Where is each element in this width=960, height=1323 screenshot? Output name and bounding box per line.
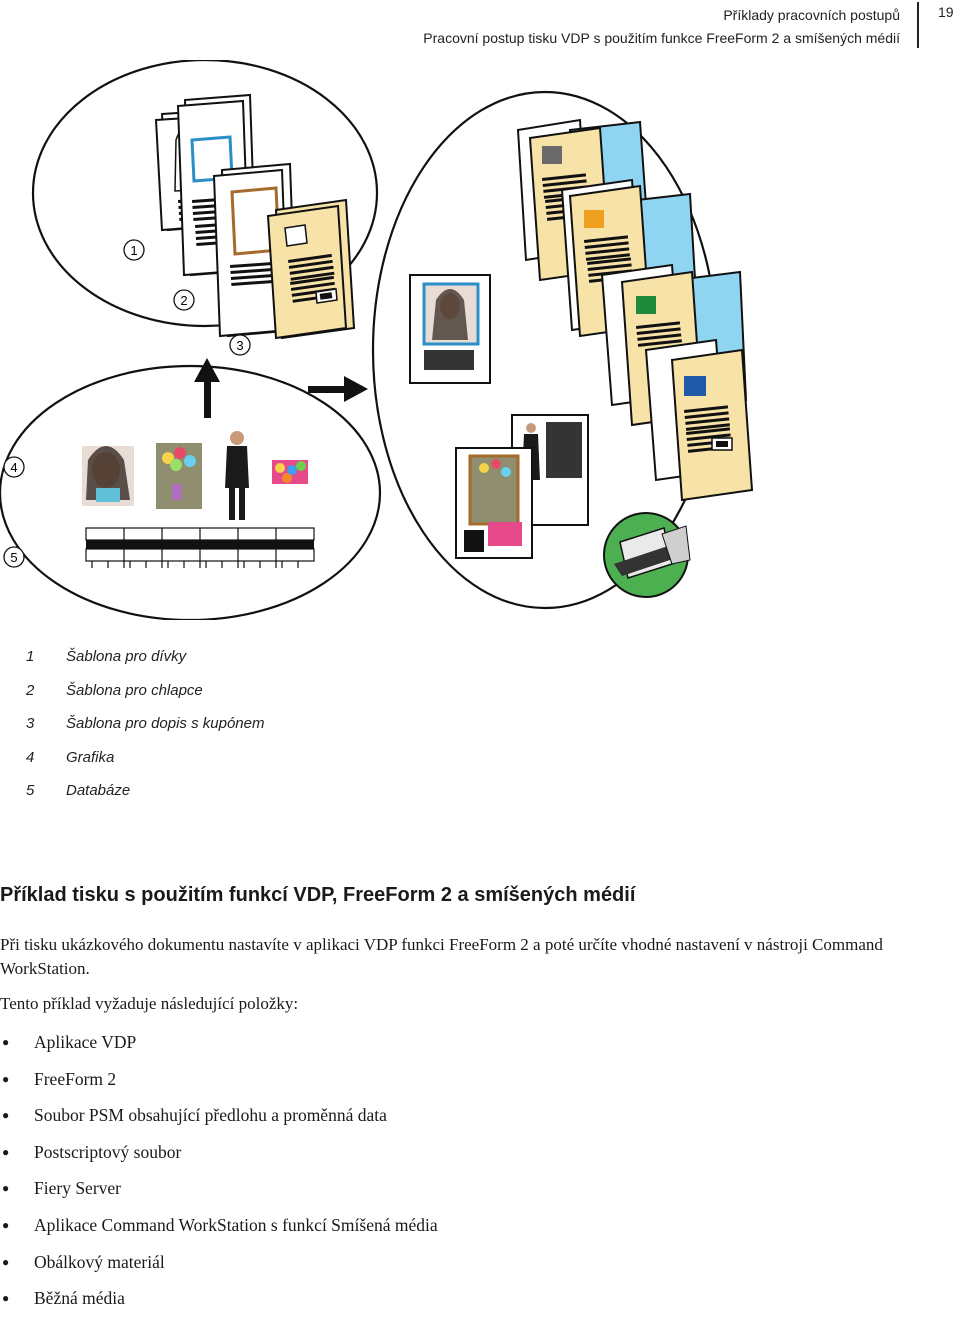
arrow-right-icon bbox=[308, 376, 368, 402]
running-header-subsection: Pracovní postup tisku VDP s použitím fun… bbox=[423, 30, 900, 46]
callout-3: 3 bbox=[229, 334, 251, 356]
legend-number: 1 bbox=[26, 648, 35, 665]
template-coupon-page bbox=[266, 198, 356, 340]
callout-5: 5 bbox=[3, 546, 25, 568]
legend-label: Šablona pro chlapce bbox=[66, 681, 203, 699]
intro-paragraph: Při tisku ukázkového dokumentu nastavíte… bbox=[0, 935, 883, 978]
bullet-icon: ● bbox=[2, 1291, 10, 1306]
requirements-intro: Tento příklad vyžaduje následující polož… bbox=[0, 994, 299, 1013]
bullet-icon: ● bbox=[2, 1254, 10, 1269]
legend-item: 4 Grafika bbox=[26, 749, 264, 783]
section-title: Příklad tisku s použitím funkcí VDP, Fre… bbox=[0, 884, 636, 906]
database-table bbox=[85, 527, 315, 568]
bullet-icon: ● bbox=[2, 1144, 10, 1159]
legend-number: 4 bbox=[26, 748, 35, 766]
list-item: ● Postscriptový soubor bbox=[0, 1140, 438, 1177]
svg-text:2: 2 bbox=[180, 293, 187, 308]
list-item-text: Postscriptový soubor bbox=[34, 1141, 182, 1162]
output-girl-page bbox=[409, 274, 491, 384]
legend-item: 1 Šablona pro dívky bbox=[26, 648, 264, 682]
workflow-diagram: 1 2 3 4 5 bbox=[0, 60, 754, 620]
list-item-text: Soubor PSM obsahující předlohu a proměnn… bbox=[34, 1105, 387, 1126]
list-item-text: Aplikace VDP bbox=[34, 1032, 137, 1052]
list-item-text: Obálkový materiál bbox=[34, 1251, 165, 1272]
graphic-balloons bbox=[272, 460, 308, 484]
bullet-icon: ● bbox=[2, 1181, 10, 1196]
arrow-up-icon bbox=[194, 358, 220, 418]
bullet-icon: ● bbox=[2, 1071, 10, 1086]
header-divider bbox=[917, 2, 919, 48]
legend-item: 2 Šablona pro chlapce bbox=[26, 682, 264, 716]
list-item-text: Fiery Server bbox=[34, 1178, 121, 1199]
legend-number: 5 bbox=[26, 782, 35, 800]
svg-text:4: 4 bbox=[10, 460, 17, 475]
svg-text:3: 3 bbox=[236, 338, 243, 353]
list-item-text: FreeForm 2 bbox=[34, 1068, 117, 1089]
page-number: 19 bbox=[938, 4, 954, 20]
legend-number: 2 bbox=[26, 681, 35, 699]
graphic-girl-portrait bbox=[82, 446, 134, 506]
list-item: ● Aplikace Command WorkStation s funkcí S… bbox=[0, 1213, 438, 1250]
callout-4: 4 bbox=[3, 456, 25, 478]
graphic-balloon-girl bbox=[156, 443, 202, 509]
list-item: ● Soubor PSM obsahující předlohu a proměn… bbox=[0, 1103, 438, 1140]
bullet-icon: ● bbox=[2, 1108, 10, 1123]
output-balloon-page bbox=[455, 447, 533, 559]
bullet-icon: ● bbox=[2, 1217, 10, 1232]
list-item-text: Aplikace Command WorkStation s funkcí Sm… bbox=[34, 1214, 438, 1235]
list-item: ● FreeForm 2 bbox=[0, 1067, 438, 1104]
legend-label: Grafika bbox=[66, 748, 115, 766]
callout-2: 2 bbox=[173, 289, 195, 311]
legend-number: 3 bbox=[26, 715, 35, 733]
legend-label: Šablona pro dívky bbox=[66, 648, 187, 665]
list-item-text: Běžná média bbox=[34, 1288, 125, 1309]
callout-1: 1 bbox=[123, 239, 145, 261]
legend-label: Databáze bbox=[66, 782, 131, 800]
list-item: ● Aplikace VDP bbox=[0, 1030, 438, 1067]
legend-item: 3 Šablona pro dopis s kupónem bbox=[26, 715, 264, 749]
list-item: ● Obálkový materiál bbox=[0, 1250, 438, 1287]
running-header-section: Příklady pracovních postupů bbox=[723, 7, 900, 23]
list-item: ● Běžná média bbox=[0, 1286, 438, 1323]
graphic-boy-suit bbox=[225, 431, 249, 520]
legend-label: Šablona pro dopis s kupónem bbox=[66, 715, 265, 733]
printer-icon bbox=[603, 512, 691, 598]
svg-text:5: 5 bbox=[10, 550, 17, 565]
svg-text:1: 1 bbox=[130, 243, 137, 258]
legend-item: 5 Databáze bbox=[26, 782, 264, 816]
requirements-list: ● Aplikace VDP ● FreeForm 2 ● Soubor PSM ob… bbox=[0, 1030, 438, 1323]
list-item: ● Fiery Server bbox=[0, 1176, 438, 1213]
bullet-icon: ● bbox=[2, 1035, 10, 1049]
output-page-stack bbox=[516, 118, 754, 502]
